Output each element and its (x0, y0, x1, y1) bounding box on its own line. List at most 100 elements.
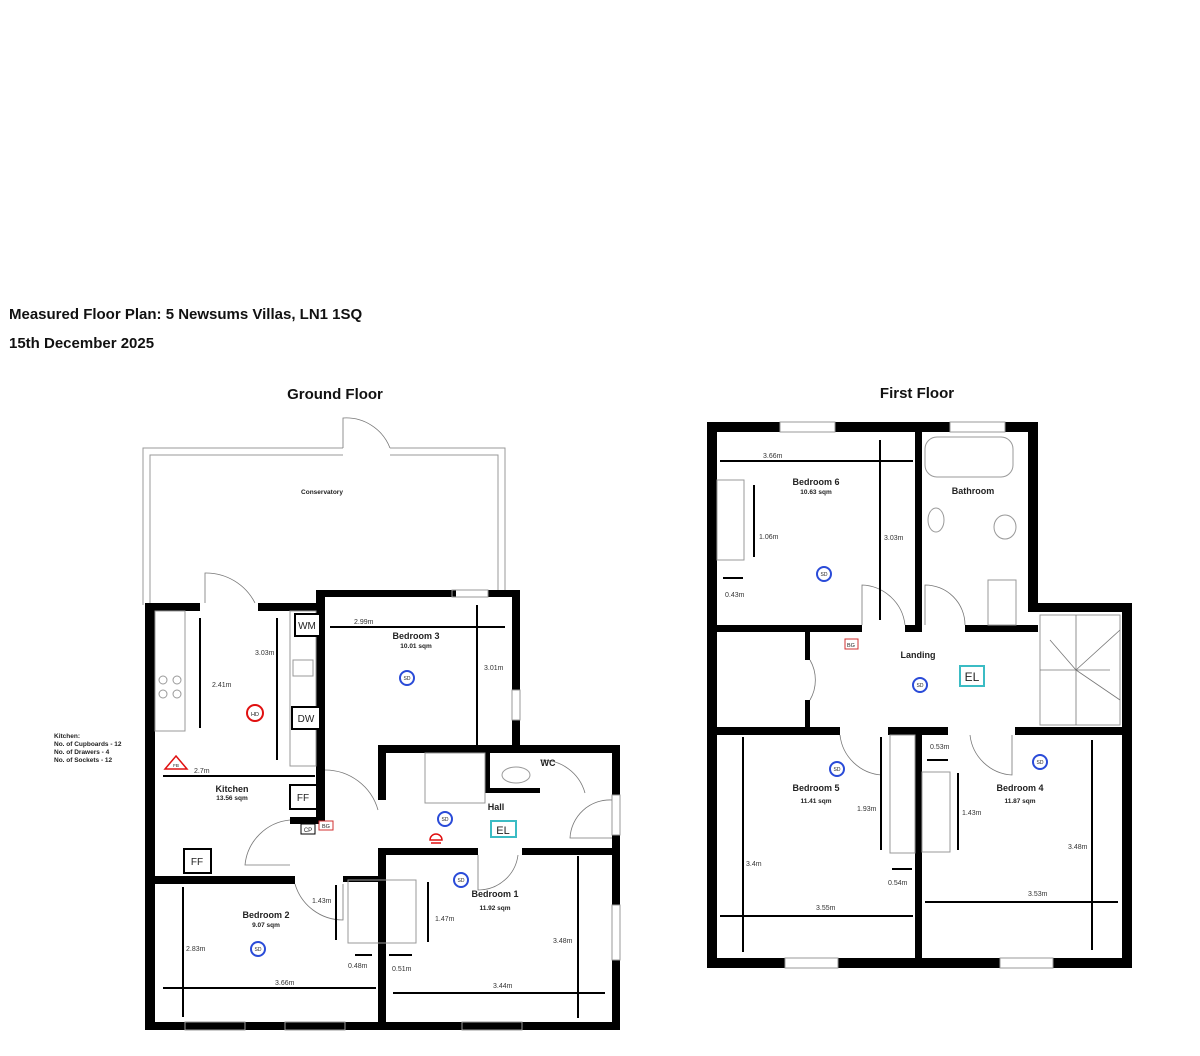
svg-text:No. of Sockets - 12: No. of Sockets - 12 (54, 757, 113, 764)
svg-text:FB: FB (173, 763, 179, 768)
bedroom-6-label: Bedroom 6 (792, 477, 839, 487)
bedroom-6-dim-recess: 0.43m (725, 592, 745, 599)
smoke-detector-icon: SD (829, 761, 845, 777)
svg-text:SD: SD (442, 817, 449, 823)
kitchen-dim-length: 3.03m (255, 650, 275, 657)
boiler-gas-label: BG (847, 643, 855, 649)
svg-text:SD: SD (255, 947, 262, 953)
plan-title: Measured Floor Plan: 5 Newsums Villas, L… (9, 306, 363, 323)
first-doors (809, 584, 1013, 776)
bedroom-6-dim-wardrobe: 1.06m (759, 534, 779, 541)
svg-text:SD: SD (404, 676, 411, 682)
dishwasher-label: DW (298, 714, 315, 725)
svg-text:No. of Cupboards - 12: No. of Cupboards - 12 (54, 741, 122, 748)
bedroom-1-dim-wardrobe: 1.47m (435, 916, 455, 923)
bedroom-2-label: Bedroom 2 (242, 910, 289, 920)
bedroom-2-area: 9.07 sqm (252, 922, 280, 929)
kitchen-dim-width: 2.41m (212, 682, 232, 689)
first-floor: First Floor (707, 385, 1132, 969)
electric-meter-icon: EL (959, 665, 985, 687)
bedroom-5-dim-width: 3.55m (816, 905, 836, 912)
kitchen-units (154, 610, 531, 944)
svg-text:EL: EL (965, 670, 980, 684)
bedroom-2-dim-wardrobe: 1.43m (312, 898, 332, 905)
bedroom-3-area: 10.01 sqm (400, 643, 432, 650)
first-walls (707, 422, 1132, 968)
svg-text:No. of Drawers - 4: No. of Drawers - 4 (54, 749, 110, 756)
smoke-detector-icon: SD (399, 670, 415, 686)
bedroom-6-dim-width: 3.66m (763, 453, 783, 460)
bedroom-5-dim-wardrobe: 1.93m (857, 806, 877, 813)
svg-text:SD: SD (821, 572, 828, 578)
bedroom-5-dim-length: 3.4m (746, 861, 762, 868)
bedroom-1-label: Bedroom 1 (471, 889, 518, 899)
kitchen-appliance-boxes: WM DW FF FF CP BG (183, 613, 334, 874)
bedroom-3-dim-width: 2.99m (354, 619, 374, 626)
ground-windows (184, 589, 621, 1031)
fridge-freezer-label-1: FF (297, 793, 309, 804)
ground-doors (204, 572, 613, 921)
bedroom-6-area: 10.63 sqm (800, 489, 832, 496)
kitchen-area: 13.56 sqm (216, 795, 248, 802)
bedroom-5-area: 11.41 sqm (800, 798, 831, 805)
bedroom-1-dim-width: 3.44m (493, 983, 513, 990)
svg-text:SD: SD (917, 683, 924, 689)
svg-text:SD: SD (834, 767, 841, 773)
hall-label: Hall (488, 802, 505, 812)
ground-floor-title: Ground Floor (287, 386, 383, 403)
bedroom-4-dim-wardrobe: 1.43m (962, 810, 982, 817)
bedroom-4-dim-width: 3.53m (1028, 891, 1048, 898)
bedroom-4-dim-length: 3.48m (1068, 844, 1088, 851)
ground-walls (145, 590, 620, 1030)
kitchen-notes: Kitchen: No. of Cupboards - 12 No. of Dr… (54, 733, 122, 764)
svg-text:HD: HD (251, 712, 259, 718)
smoke-detector-icon: SD (1032, 754, 1048, 770)
first-windows (779, 421, 1054, 969)
smoke-detector-icon: SD (912, 677, 928, 693)
bedroom-5-label: Bedroom 5 (792, 783, 839, 793)
smoke-detector-icon: SD (250, 941, 266, 957)
boiler-gas-box (844, 638, 859, 650)
ceiling-light-icon (429, 833, 443, 844)
bedroom-4-area: 11.87 sqm (1004, 798, 1035, 805)
bedroom-6-dim-length: 3.03m (884, 535, 904, 542)
bedroom-1-dim-length: 3.48m (553, 938, 573, 945)
electric-meter-icon: EL (490, 820, 517, 838)
wc-label: WC (541, 758, 556, 768)
bedroom-2-dim-width: 3.66m (275, 980, 295, 987)
fridge-freezer-label-2: FF (191, 857, 203, 868)
smoke-detector-icon: SD (437, 811, 453, 827)
conservatory-label: Conservatory (301, 489, 343, 496)
bedroom-3-dim-length: 3.01m (484, 665, 504, 672)
consumer-panel-label: CP (304, 828, 312, 834)
kitchen-dim-depth: 2.7m (194, 768, 210, 775)
bedroom-1-area: 11.92 sqm (479, 905, 510, 912)
fire-blanket-icon: FB (163, 754, 189, 770)
bedroom-3-label: Bedroom 3 (392, 631, 439, 641)
heat-detector-icon: HD (246, 704, 264, 722)
svg-text:EL: EL (496, 825, 509, 837)
bedroom-4-dim-recess: 0.53m (930, 744, 950, 751)
svg-text:Kitchen:: Kitchen: (54, 733, 80, 740)
svg-text:SD: SD (1037, 760, 1044, 766)
smoke-detector-icon: SD (816, 566, 832, 582)
bedroom-1-dim-recess: 0.51m (392, 966, 412, 973)
kitchen-label: Kitchen (215, 784, 248, 794)
first-floor-title: First Floor (880, 385, 954, 402)
ground-floor: Ground Floor Conservatory (54, 386, 621, 1031)
landing-label: Landing (901, 650, 936, 660)
bedroom-2-dim-recess: 0.48m (348, 963, 368, 970)
boiler-gas-label: BG (322, 824, 330, 830)
bathroom-label: Bathroom (952, 486, 995, 496)
bedroom-4-label: Bedroom 4 (996, 783, 1043, 793)
first-dimension-arrows (720, 440, 1118, 952)
first-fixtures (716, 436, 1121, 854)
washing-machine-label: WM (298, 621, 316, 632)
smoke-detector-icon: SD (453, 872, 469, 888)
plan-date: 15th December 2025 (9, 335, 155, 352)
ground-dimension-arrows (163, 605, 605, 1018)
conservatory-frame (142, 417, 506, 605)
bedroom-2-dim-depth: 2.83m (186, 946, 206, 953)
